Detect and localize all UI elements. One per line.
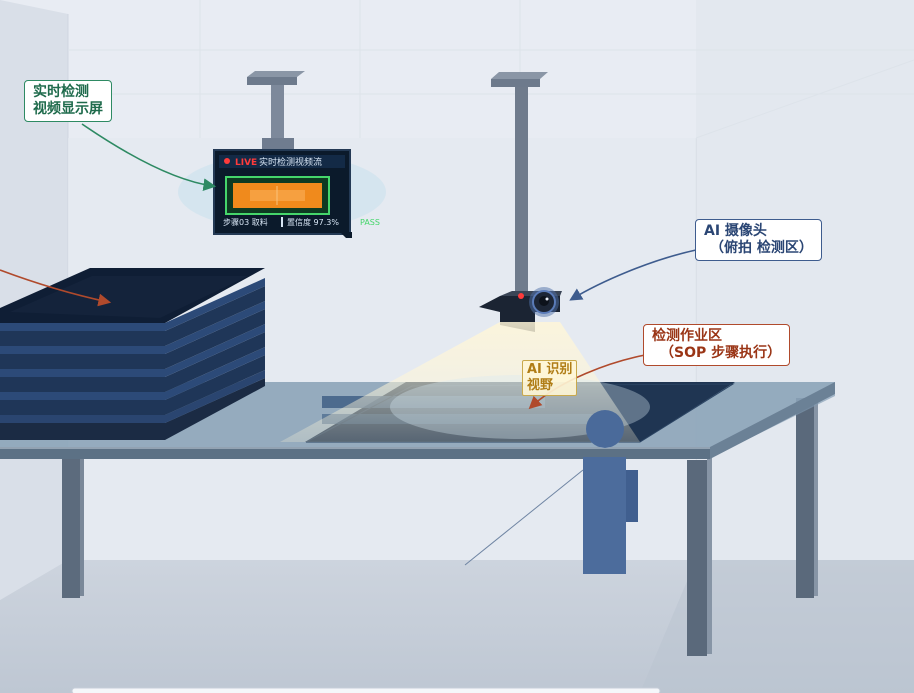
zone-callout: 检测作业区 （SOP 步骤执行） [643,324,791,366]
bottom-caption-edge [71,687,661,693]
live-tag: LIVE [235,158,257,168]
zone-callout-line1: 检测作业区 [652,328,722,344]
camera-callout-line2: （俯拍 检测区） [710,240,813,256]
zone-callout-arrow [528,354,646,410]
monitor-callout-line1: 实时检测 [33,84,89,100]
tray-callout-arrow [0,269,112,307]
monitor-callout-arrow [81,123,217,192]
monitor-callout-line2: 视频显示屏 [33,101,103,117]
ai-field-of-view [280,322,650,442]
callout-arrows [0,123,697,410]
camera-callout: AI 摄像头 （俯拍 检测区） [695,219,822,261]
monitor-result: PASS [360,218,380,227]
ai-camera [479,287,562,332]
zone-callout-line2: （SOP 步骤执行） [660,345,782,361]
tray-stack [0,268,265,440]
monitor-step: 步骤03 取料 [223,217,268,227]
live-dot-icon [224,158,230,164]
camera-callout-line1: AI 摄像头 [704,223,767,239]
detection-monitor: LIVE 实时检测视频流 步骤03 取料 置信度 97.3% PASS [213,149,380,238]
fov-label: AI 识别 视野 [522,360,578,396]
fov-label-line2: 视野 [527,378,554,393]
monitor-callout: 实时检测 视频显示屏 [24,80,112,122]
operator-figure [464,410,638,574]
camera-callout-arrow [569,249,697,301]
monitor-confidence: 置信度 97.3% [287,217,339,227]
monitor-title: 实时检测视频流 [259,156,322,168]
camera-mount [491,72,548,299]
fov-label-line1: AI 识别 [527,362,573,377]
camera-status-dot [518,293,524,299]
